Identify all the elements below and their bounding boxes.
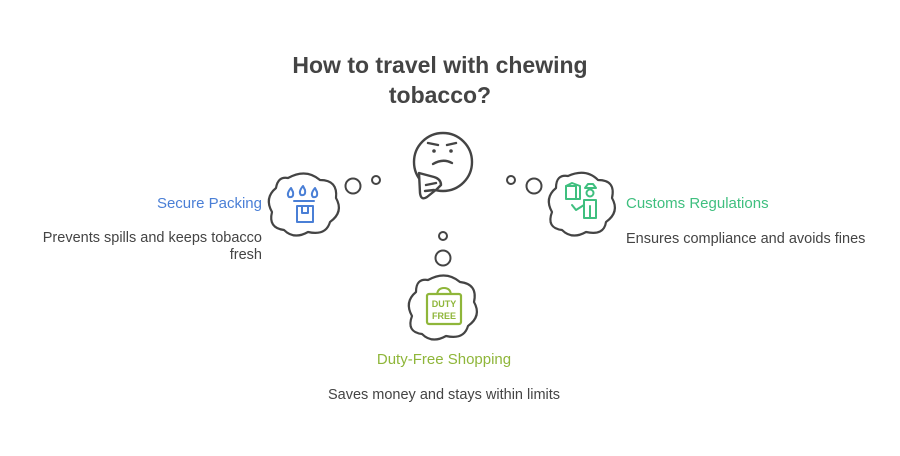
customs-regulations-cloud bbox=[547, 171, 617, 237]
duty-free-bag-icon: DUTY FREE bbox=[425, 286, 463, 326]
bag-text-duty: DUTY bbox=[432, 299, 457, 309]
diagram-title: How to travel with chewing tobacco? bbox=[292, 52, 588, 108]
customs-regulations-description: Ensures compliance and avoids fines bbox=[626, 231, 866, 247]
duty-free-label: Duty-Free Shopping bbox=[376, 351, 512, 368]
rain-package-icon bbox=[286, 185, 319, 223]
secure-packing-label: Secure Packing bbox=[156, 195, 262, 212]
bag-text-free: FREE bbox=[432, 311, 456, 321]
duty-free-cloud: DUTY FREE bbox=[407, 274, 479, 341]
thought-bubbles-left bbox=[344, 175, 381, 195]
secure-packing-description: Prevents spills and keeps tobacco fresh bbox=[42, 230, 262, 263]
secure-packing-cloud bbox=[267, 172, 341, 237]
customs-officer-icon bbox=[565, 182, 597, 219]
customs-regulations-label: Customs Regulations bbox=[626, 195, 769, 212]
thought-bubbles-bottom bbox=[434, 231, 452, 267]
thinking-face-icon bbox=[412, 131, 474, 200]
thought-bubbles-right bbox=[506, 175, 543, 195]
duty-free-description: Saves money and stays within limits bbox=[327, 387, 561, 403]
